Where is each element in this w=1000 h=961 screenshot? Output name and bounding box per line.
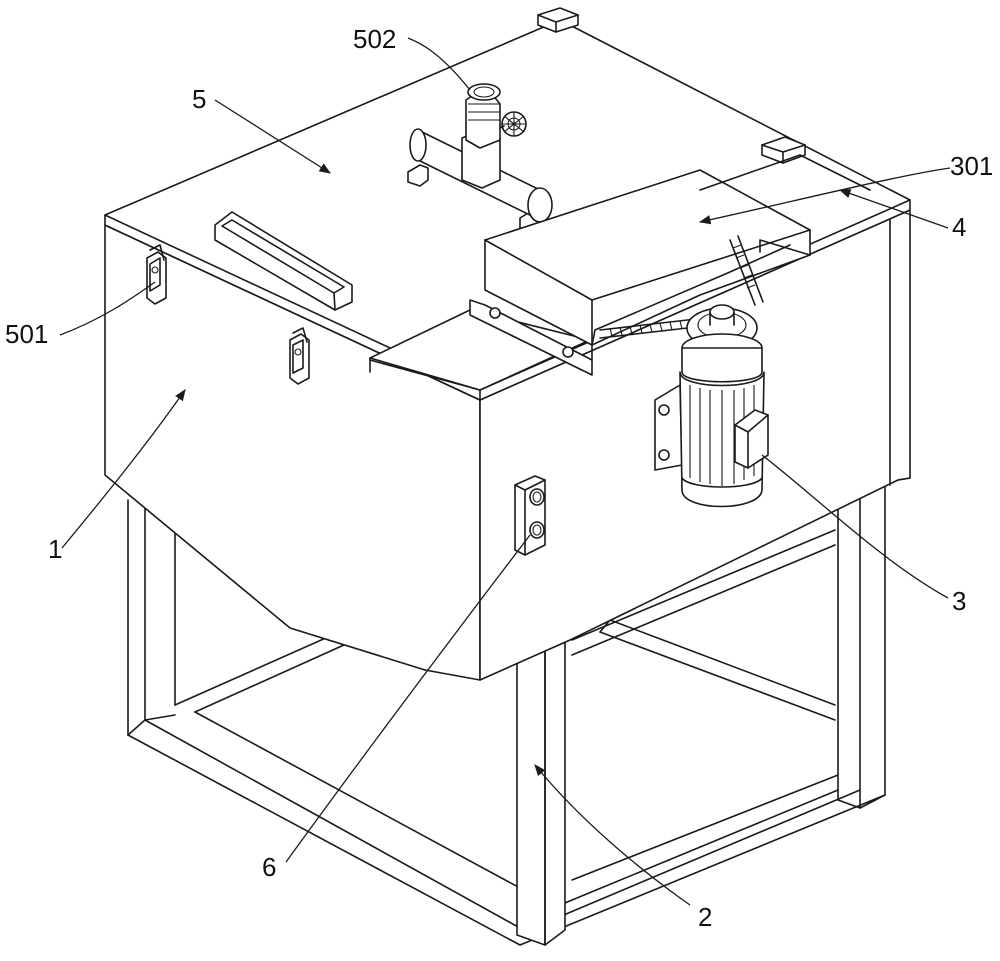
feed-pipe-valve [407, 83, 553, 239]
latch-left [146, 244, 167, 305]
label-2: 2 [698, 902, 712, 932]
label-501: 501 [5, 319, 48, 349]
gear-housing [469, 154, 871, 376]
control-panel [514, 475, 546, 556]
label-301: 301 [950, 151, 993, 181]
label-3: 3 [952, 586, 966, 616]
leader-lines [59, 37, 951, 906]
label-502: 502 [353, 24, 396, 54]
lid-handle-slot [214, 211, 353, 311]
label-1: 1 [48, 534, 62, 564]
latch-right [289, 327, 310, 385]
motor [654, 333, 769, 508]
label-6: 6 [262, 852, 276, 882]
label-4: 4 [952, 212, 966, 242]
label-5: 5 [192, 84, 206, 114]
